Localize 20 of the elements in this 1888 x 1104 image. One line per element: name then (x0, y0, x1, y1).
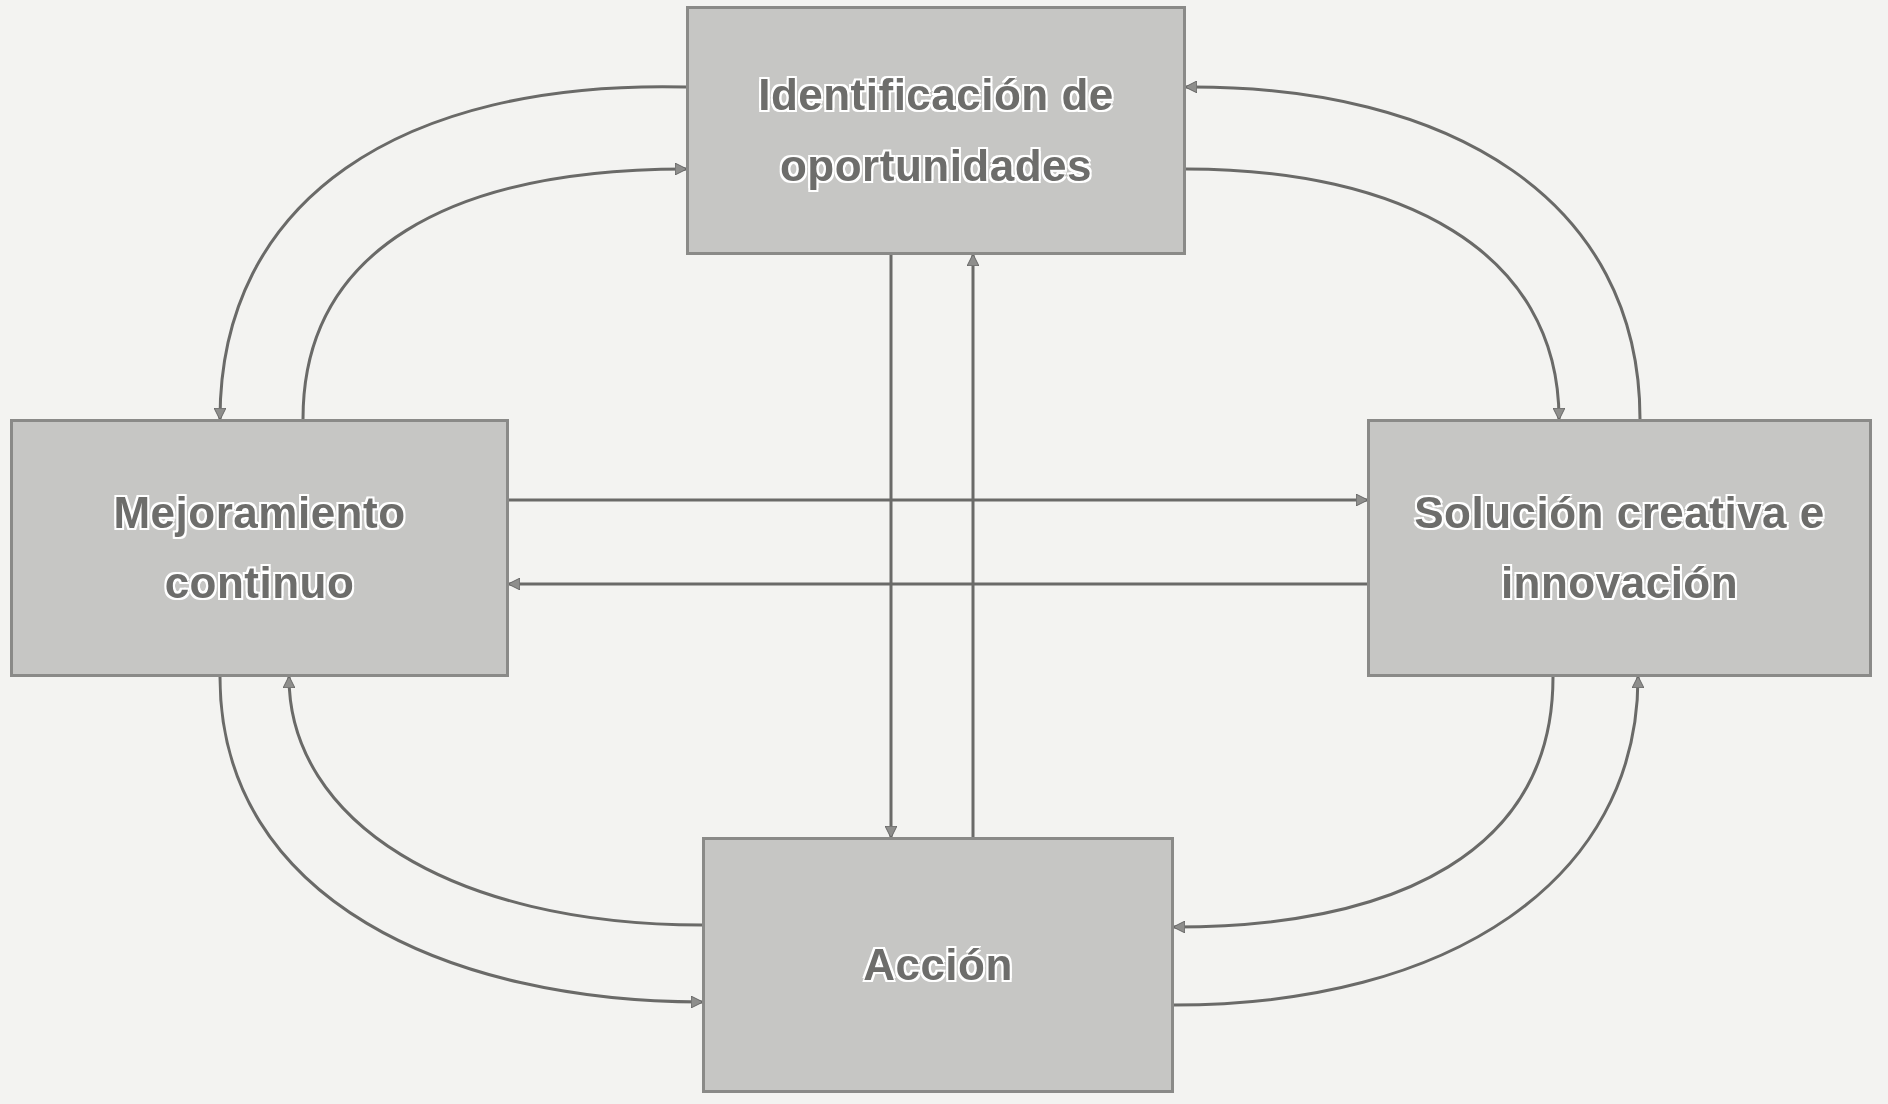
arrow (966, 253, 980, 837)
arrow (1185, 167, 1565, 421)
box-label: Acción (863, 938, 1013, 991)
arrow (509, 493, 1369, 507)
arrow (884, 255, 898, 839)
box-label: Solución creativa e innovación (1413, 486, 1826, 609)
arrow (1172, 676, 1555, 934)
process-box (702, 837, 1174, 1093)
arrow (214, 85, 686, 421)
arrow (1173, 675, 1644, 1007)
arrow (218, 676, 704, 1008)
arrow (301, 162, 688, 420)
arrow (1184, 80, 1642, 420)
process-box (10, 419, 509, 677)
arrow (283, 675, 703, 927)
box-label: Identificación de oportunidades (757, 69, 1115, 192)
arrow (507, 577, 1367, 591)
process-box (686, 6, 1186, 255)
box-label: Mejoramiento continuo (112, 486, 407, 609)
process-box (1367, 419, 1872, 677)
